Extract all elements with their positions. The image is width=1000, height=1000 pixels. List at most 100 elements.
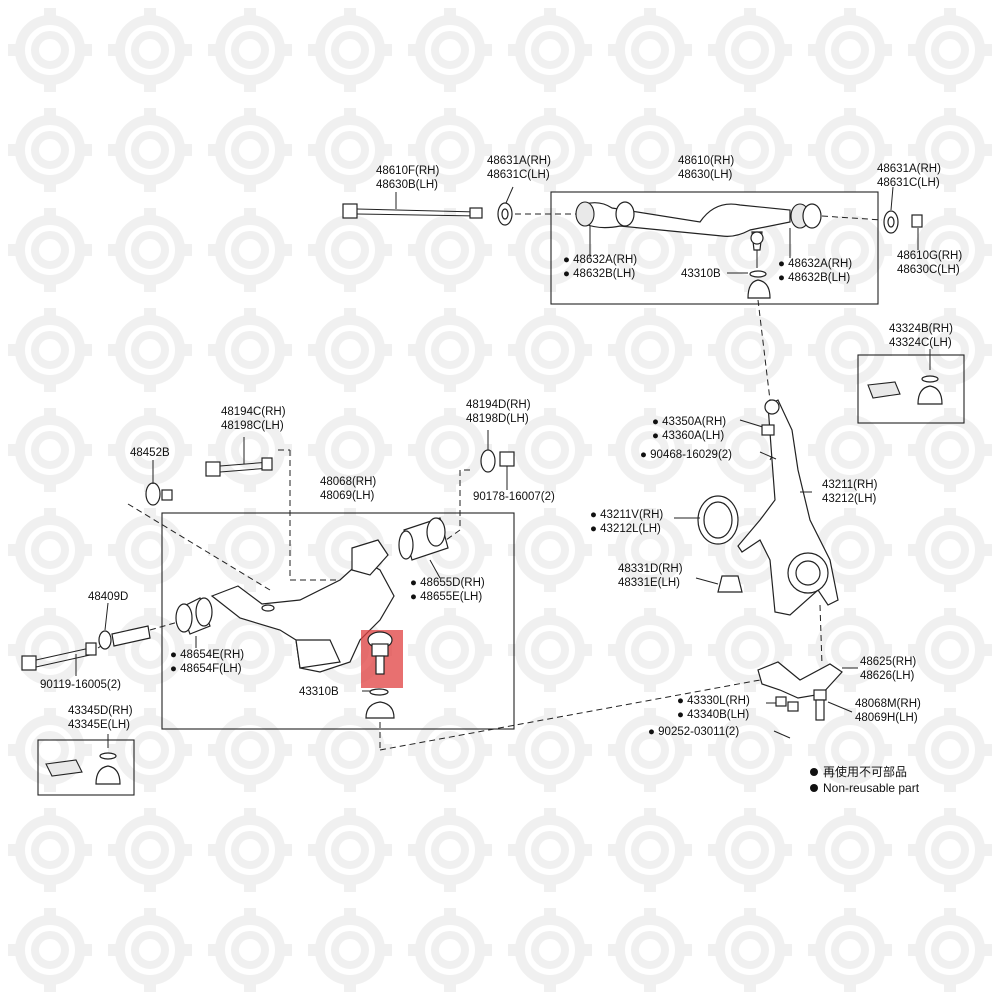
watermark-icon bbox=[908, 508, 992, 592]
label-43340B[interactable]: ● 43340B(LH) bbox=[677, 709, 749, 721]
watermark-icon bbox=[208, 108, 292, 192]
watermark-icon bbox=[108, 908, 192, 992]
label-48631C-right[interactable]: 48631C(LH) bbox=[877, 177, 940, 189]
watermark-icon bbox=[208, 8, 292, 92]
watermark-icon bbox=[408, 808, 492, 892]
watermark-icon bbox=[608, 808, 692, 892]
watermark-icon bbox=[308, 208, 392, 292]
label-48331E[interactable]: 48331E(LH) bbox=[618, 577, 680, 589]
label-90119[interactable]: 90119-16005(2) bbox=[40, 679, 121, 691]
dust-deflector-ring bbox=[697, 495, 739, 545]
label-43324C[interactable]: 43324C(LH) bbox=[889, 337, 952, 349]
label-48068[interactable]: 48068(RH) bbox=[320, 476, 376, 488]
label-48194C[interactable]: 48194C(RH) bbox=[221, 406, 286, 418]
label-43310B-upper[interactable]: 43310B bbox=[681, 268, 721, 280]
watermark-icon bbox=[8, 208, 92, 292]
knuckle-stopper bbox=[717, 575, 743, 593]
watermark-icon bbox=[108, 208, 192, 292]
lower-ball-joint[interactable] bbox=[367, 631, 393, 675]
label-48409D[interactable]: 48409D bbox=[88, 591, 128, 603]
label-48610G[interactable]: 48610G(RH) bbox=[897, 250, 962, 262]
label-48630C[interactable]: 48630C(LH) bbox=[897, 264, 960, 276]
watermark-icon bbox=[8, 408, 92, 492]
watermark-icon bbox=[908, 908, 992, 992]
watermark-icon bbox=[608, 608, 692, 692]
knuckle-arm-bolt bbox=[813, 689, 827, 721]
watermark-icon bbox=[708, 908, 792, 992]
watermark-icon bbox=[8, 308, 92, 392]
label-48631A-left[interactable]: 48631A(RH) bbox=[487, 155, 551, 167]
watermark-icon bbox=[908, 408, 992, 492]
label-48069H[interactable]: 48069H(LH) bbox=[855, 712, 918, 724]
watermark-icon bbox=[108, 308, 192, 392]
watermark-icon bbox=[8, 808, 92, 892]
legend-text-en: Non-reusable part bbox=[823, 781, 920, 795]
label-90468[interactable]: ● 90468-16029(2) bbox=[640, 449, 732, 461]
label-48625[interactable]: 48625(RH) bbox=[860, 656, 916, 668]
label-43345E[interactable]: 43345E(LH) bbox=[68, 719, 130, 731]
watermark-icon bbox=[708, 308, 792, 392]
label-48452B[interactable]: 48452B bbox=[130, 447, 170, 459]
label-48331D[interactable]: 48331D(RH) bbox=[618, 563, 683, 575]
label-90252[interactable]: ● 90252-03011(2) bbox=[648, 726, 739, 738]
lower-arm-bushing-rear bbox=[398, 517, 449, 561]
watermark-icon bbox=[108, 808, 192, 892]
label-43211[interactable]: 43211(RH) bbox=[822, 479, 878, 491]
label-48655D[interactable]: ● 48655D(RH) bbox=[410, 577, 485, 589]
watermark-icon bbox=[808, 808, 892, 892]
label-48630B[interactable]: 48630B(LH) bbox=[376, 179, 438, 191]
watermark-icon bbox=[208, 208, 292, 292]
label-90178[interactable]: 90178-16007(2) bbox=[473, 491, 555, 503]
watermark-icon bbox=[608, 308, 692, 392]
boot-kit-right bbox=[867, 375, 943, 405]
label-48610[interactable]: 48610(RH) bbox=[678, 155, 734, 167]
knuckle-arm bbox=[757, 661, 843, 699]
watermark-icon bbox=[508, 608, 592, 692]
label-48068M[interactable]: 48068M(RH) bbox=[855, 698, 921, 710]
watermark-icon bbox=[508, 808, 592, 892]
watermark-icon bbox=[108, 8, 192, 92]
cam-plate bbox=[145, 482, 173, 506]
watermark-icon bbox=[508, 508, 592, 592]
upper-control-arm bbox=[575, 201, 822, 251]
label-48630[interactable]: 48630(LH) bbox=[678, 169, 733, 181]
label-48632A-right[interactable]: ● 48632A(RH) bbox=[778, 258, 852, 270]
label-43324B[interactable]: 43324B(RH) bbox=[889, 323, 953, 335]
cotter-pin-upper bbox=[759, 451, 777, 460]
label-48198D[interactable]: 48198D(LH) bbox=[466, 413, 529, 425]
label-48654F[interactable]: ● 48654F(LH) bbox=[170, 663, 242, 675]
knuckle-nut bbox=[761, 424, 775, 436]
label-43360A[interactable]: ● 43360A(LH) bbox=[652, 430, 724, 442]
watermark-icon bbox=[508, 8, 592, 92]
watermark-icon bbox=[908, 308, 992, 392]
label-48069[interactable]: 48069(LH) bbox=[320, 490, 375, 502]
label-43330L[interactable]: ● 43330L(RH) bbox=[677, 695, 750, 707]
watermark-icon bbox=[208, 908, 292, 992]
label-48194D[interactable]: 48194D(RH) bbox=[466, 399, 531, 411]
label-43211V[interactable]: ● 43211V(RH) bbox=[590, 509, 663, 521]
label-48632B-right[interactable]: ● 48632B(LH) bbox=[778, 272, 850, 284]
upper-bolt bbox=[342, 203, 483, 219]
watermark-icon bbox=[8, 108, 92, 192]
label-43212L[interactable]: ● 43212L(LH) bbox=[590, 523, 661, 535]
lower-arm-bolt bbox=[21, 642, 97, 671]
label-48655E[interactable]: ● 48655E(LH) bbox=[410, 591, 482, 603]
watermark-icon bbox=[408, 208, 492, 292]
label-43345D[interactable]: 43345D(RH) bbox=[68, 705, 133, 717]
watermark-icon bbox=[108, 508, 192, 592]
label-43310B-lower[interactable]: 43310B bbox=[299, 686, 339, 698]
label-43350A[interactable]: ● 43350A(RH) bbox=[652, 416, 726, 428]
label-48631A-right[interactable]: 48631A(RH) bbox=[877, 163, 941, 175]
label-48632B-left[interactable]: ● 48632B(LH) bbox=[563, 268, 635, 280]
label-48610F[interactable]: 48610F(RH) bbox=[376, 165, 439, 177]
label-48626[interactable]: 48626(LH) bbox=[860, 670, 915, 682]
label-48631C-left[interactable]: 48631C(LH) bbox=[487, 169, 550, 181]
label-48632A-left[interactable]: ● 48632A(RH) bbox=[563, 254, 637, 266]
legend: 再使用不可部品 Non-reusable part bbox=[810, 764, 920, 795]
watermark-icon bbox=[8, 508, 92, 592]
label-48654E[interactable]: ● 48654E(RH) bbox=[170, 649, 244, 661]
label-43212[interactable]: 43212(LH) bbox=[822, 493, 877, 505]
watermark-icon bbox=[208, 808, 292, 892]
watermark-icon bbox=[408, 708, 492, 792]
label-48198C[interactable]: 48198C(LH) bbox=[221, 420, 284, 432]
